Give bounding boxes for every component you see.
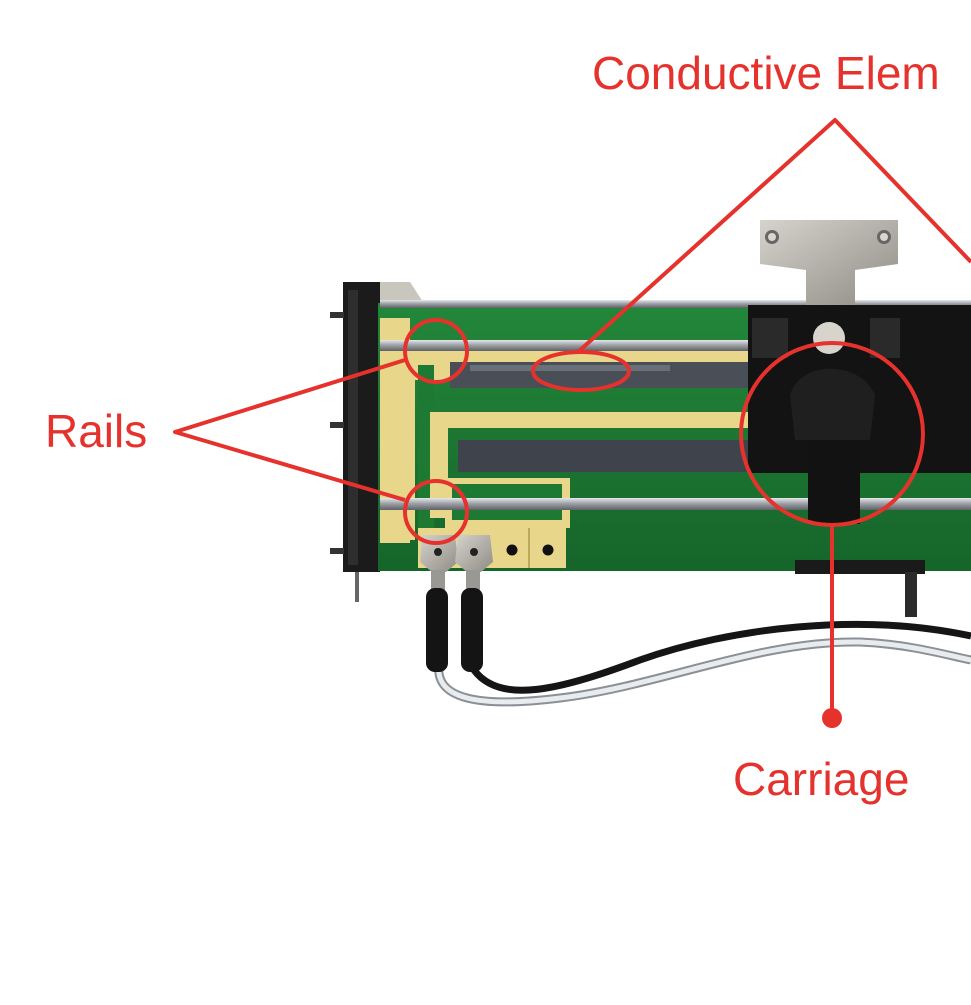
annotation-conductive-pointer xyxy=(531,118,971,392)
label-rails: Rails xyxy=(45,405,148,457)
terminals xyxy=(420,535,493,672)
wire-black xyxy=(471,620,971,694)
label-carriage: Carriage xyxy=(733,753,910,805)
rail-top xyxy=(380,300,971,351)
rail-top-marker-circle-outline-icon xyxy=(403,318,469,384)
annotation-carriage-pointer xyxy=(739,341,925,728)
wire-white xyxy=(434,637,971,707)
carriage-assembly xyxy=(748,220,971,617)
label-conductive-element: Conductive Elem xyxy=(592,47,940,99)
end-cap xyxy=(330,282,425,602)
annotation-rails-pointer xyxy=(173,318,469,545)
carriage-dot-icon xyxy=(822,708,842,728)
rail-bottom-marker-circle-outline-icon xyxy=(403,479,469,545)
